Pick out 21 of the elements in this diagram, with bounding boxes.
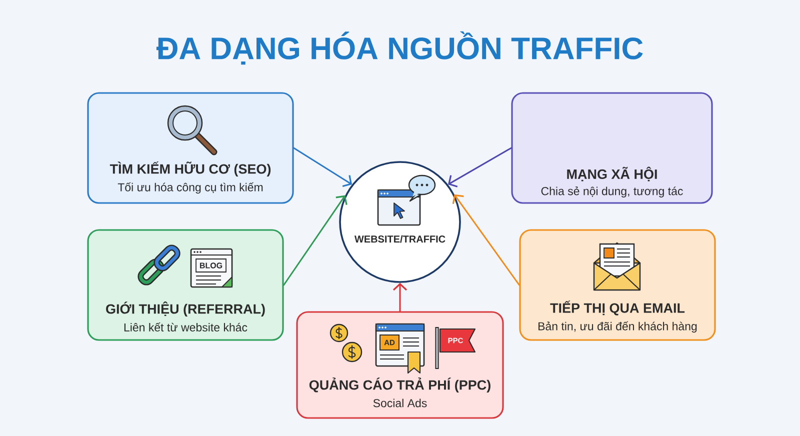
card-heading: TIẾP THỊ QUA EMAIL — [550, 300, 685, 316]
card-description: Liên kết từ website khác — [124, 322, 248, 332]
card-description: Social Ads — [373, 398, 427, 408]
card-heading: TÌM KIẾM HỮU CƠ (SEO) — [110, 162, 271, 176]
arrow — [293, 147, 352, 188]
hub-label: WEBSITE/TRAFFIC — [354, 235, 446, 243]
card-heading: QUẢNG CÁO TRẢ PHÍ (PPC) — [309, 378, 490, 392]
card-heading: GIỚI THIỆU (REFERRAL) — [106, 302, 265, 316]
arrow — [283, 195, 348, 286]
card-description: Tối ưu hóa công cụ tìm kiếm — [118, 182, 263, 194]
card — [511, 92, 713, 204]
card-description: Bản tin, ưu đãi đến khách hàng — [538, 321, 697, 333]
title: ĐA DẠNG HÓA NGUỒN TRAFFIC — [156, 31, 643, 65]
card — [519, 229, 716, 341]
card-description: Chia sẻ nội dung, tương tác — [541, 186, 683, 198]
icon-label: BLOG — [200, 262, 222, 268]
card-heading: MẠNG XÃ HỘI — [567, 166, 657, 182]
card — [87, 92, 294, 204]
arrow — [448, 147, 512, 188]
arrow — [392, 282, 408, 312]
arrow — [452, 194, 520, 286]
